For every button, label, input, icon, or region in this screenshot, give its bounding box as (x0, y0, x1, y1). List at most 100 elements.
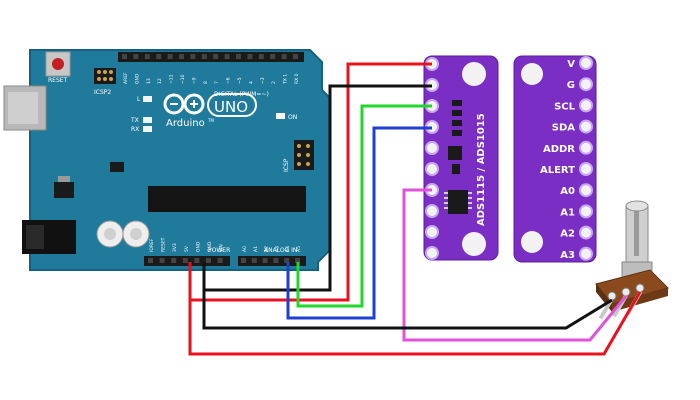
header-pin (206, 258, 211, 263)
module-pad (579, 225, 593, 240)
power-pin-label: RESET (161, 237, 167, 252)
module-pad (579, 119, 593, 134)
digital-pin-label: GND (134, 73, 140, 84)
header-pin (182, 258, 188, 263)
digital-pin-label: TX 1 (283, 74, 289, 85)
header-pin (190, 54, 196, 59)
header-pin (167, 54, 173, 59)
digital-pin-label: ~5 (237, 77, 243, 84)
analog-header (238, 256, 306, 266)
module-pad (579, 246, 593, 261)
led-rx-label: RX (131, 126, 139, 133)
power-pin-label: GND (207, 241, 213, 252)
module-pad (579, 56, 593, 70)
analog-pin-label: A0 (242, 246, 248, 252)
wire-black-gnd-to-pot (202, 270, 613, 330)
smd-resistor (452, 130, 462, 136)
smd-capacitor (452, 164, 460, 174)
icsp-header (294, 140, 314, 170)
led-rx (143, 126, 152, 132)
led-l-label: L (137, 96, 141, 103)
digital-pin-label: 13 (146, 78, 152, 84)
module-pad (579, 183, 593, 198)
digital-pin-label: ~10 (180, 74, 186, 84)
module-pin-label: A1 (560, 207, 575, 218)
analog-pin-label: A2 (264, 246, 270, 252)
header-pin (241, 258, 246, 263)
ads1115-module-front: ADS1115 / ADS1015 (423, 55, 499, 261)
arduino-logo (163, 93, 257, 117)
power-pin-label: VIN (219, 244, 225, 252)
uno-logo-text: UNO (214, 98, 248, 116)
header-pin (144, 54, 150, 59)
smd-resistor (452, 110, 462, 116)
header-pin (171, 258, 177, 263)
header-pin (281, 54, 287, 59)
module-pin-label: G (567, 80, 575, 91)
power-pin-label: 5V (184, 245, 190, 252)
digital-header (118, 52, 304, 62)
module-pad (579, 204, 593, 219)
module-pad (579, 77, 593, 92)
digital-pin-label: ~9 (191, 77, 197, 84)
module-pad (425, 225, 439, 239)
header-pin (194, 258, 200, 263)
module-pad (425, 246, 439, 260)
led-l (143, 96, 152, 102)
header-pin (224, 54, 230, 59)
wire-green-a5-to-scl (296, 104, 432, 308)
header-pin (236, 54, 241, 59)
digital-pin-label: ~6 (226, 77, 232, 84)
header-pin (122, 54, 127, 59)
reset-button[interactable] (45, 51, 71, 77)
module-label: ADS1115 / ADS1015 (476, 113, 487, 226)
header-pin (217, 258, 223, 263)
wire-blue-a4-to-sda (286, 126, 432, 320)
ads1115-chip (448, 190, 468, 214)
header-pin (156, 54, 162, 59)
power-pin-label: IOREF (149, 238, 155, 252)
smd-resistor (452, 120, 462, 126)
header-pin (258, 54, 264, 59)
power-pin-label: GND (195, 241, 201, 252)
chip-small (110, 162, 124, 172)
digital-pin-label: RX 0 (294, 73, 300, 84)
smd-resistor (452, 100, 462, 106)
led-tx (143, 117, 152, 123)
mounting-hole (462, 62, 486, 86)
module-pin-label: V (567, 59, 575, 70)
header-pin (284, 258, 290, 263)
digital-pin-label: 2 (271, 81, 277, 84)
power-pin-label: 3V3 (172, 243, 178, 252)
digital-pin-label: 4 (248, 81, 254, 84)
digital-pin-label: 12 (157, 78, 163, 84)
module-pin-label: ALERT (540, 165, 575, 176)
header-pin (295, 258, 300, 263)
led-on-label: ON (288, 114, 297, 121)
wire-red-5v-to-pot (188, 270, 642, 356)
header-pin (273, 258, 279, 263)
analog-pin-label: A3 (274, 246, 280, 252)
potentiometer[interactable] (595, 200, 669, 320)
analog-pin-label: A5 (296, 246, 302, 252)
digital-pin-label: 8 (203, 81, 209, 84)
module-pad (579, 140, 593, 155)
header-pin (213, 54, 219, 59)
header-pin (201, 54, 207, 59)
mounting-hole (462, 232, 486, 256)
header-pin (159, 258, 165, 263)
arduino-brand: Arduino (166, 118, 205, 129)
arduino-tm: TM (207, 118, 214, 123)
header-pin (251, 258, 257, 263)
reset-label: RESET (48, 77, 68, 84)
digital-pin-label: ~3 (260, 77, 266, 84)
module-pad (425, 162, 439, 176)
digital-pin-label: AREF (123, 72, 129, 84)
icsp2-label: ICSP2 (94, 89, 111, 96)
header-pin (247, 54, 253, 59)
digital-pin-label: ~11 (169, 74, 175, 84)
header-pin (133, 54, 139, 59)
